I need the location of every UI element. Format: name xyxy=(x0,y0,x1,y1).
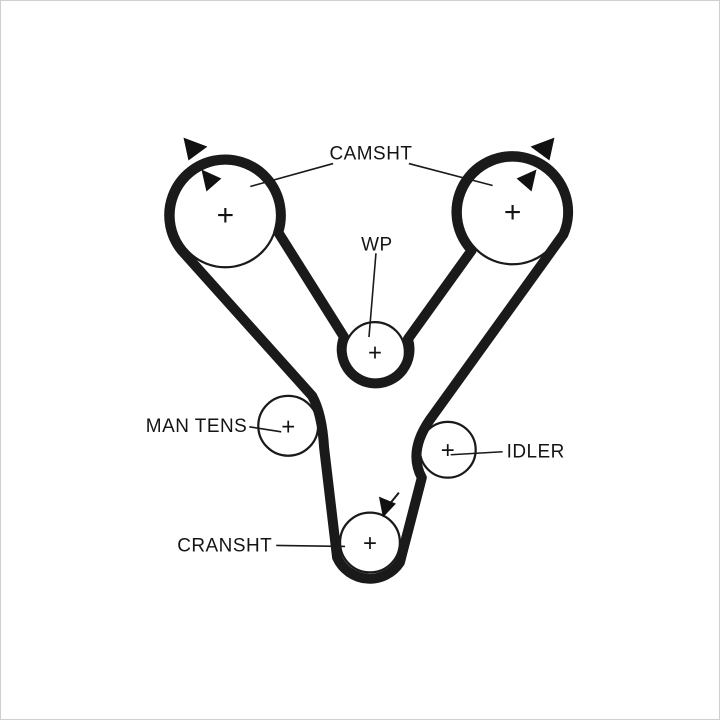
leader-line-idler xyxy=(450,450,503,456)
label-idler: IDLER xyxy=(507,442,565,463)
leader-line-water-pump xyxy=(368,253,377,338)
label-crankshaft: CRANSHT xyxy=(177,535,272,556)
center-mark-manual-tensioner: + xyxy=(281,413,295,440)
center-mark-idler: + xyxy=(441,437,455,464)
center-mark-crankshaft: + xyxy=(363,530,377,557)
center-mark-camshaft-right: + xyxy=(504,196,521,229)
rotation-arrow-right-cam-outer-icon xyxy=(530,137,555,161)
center-mark-water-pump: + xyxy=(368,340,382,367)
timing-mark-arrow-crankshaft-icon xyxy=(378,496,396,518)
label-water-pump: WP xyxy=(361,234,393,255)
timing-mark-arrow-left-cam-icon xyxy=(201,169,222,192)
timing-mark-arrow-right-cam-icon xyxy=(516,169,537,192)
label-camshaft: CAMSHT xyxy=(329,144,412,165)
rotation-arrow-left-cam-outer-icon xyxy=(183,137,208,161)
label-manual-tensioner: MAN TENS xyxy=(146,416,248,437)
leader-line-camshaft-right xyxy=(408,162,493,187)
timing-belt xyxy=(164,151,574,584)
leader-line-manual-tensioner xyxy=(249,426,282,433)
center-mark-camshaft-left: + xyxy=(217,199,234,232)
